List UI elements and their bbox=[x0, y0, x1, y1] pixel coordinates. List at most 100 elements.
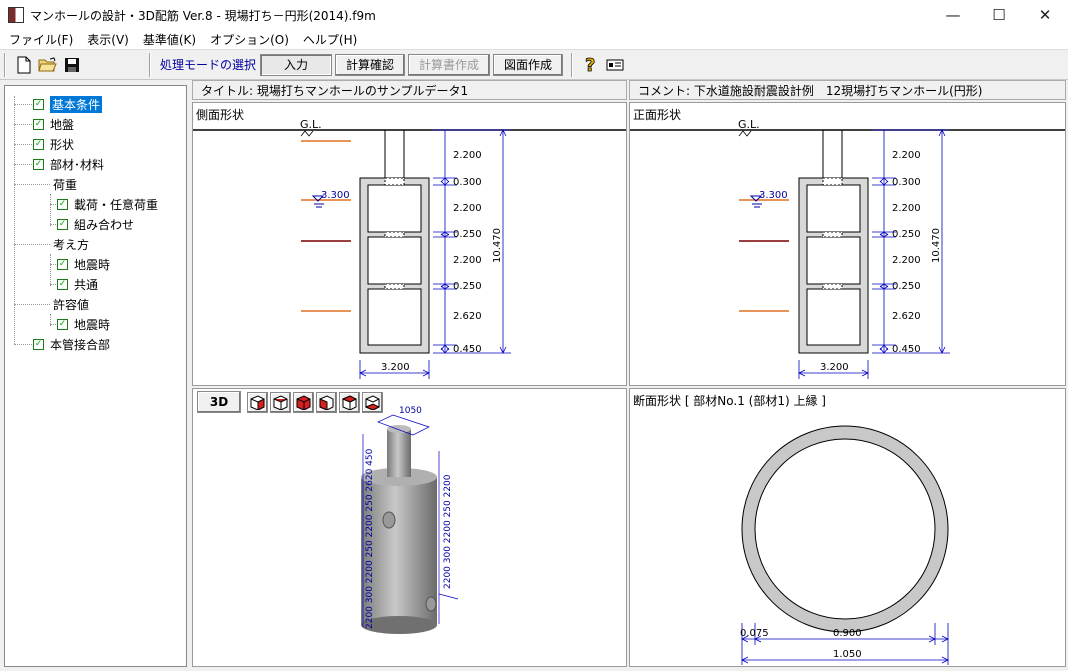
svg-text:0.300: 0.300 bbox=[892, 177, 921, 188]
app-icon[interactable] bbox=[8, 7, 24, 23]
tree-item-approach[interactable]: 考え方 bbox=[53, 237, 90, 252]
menu-options[interactable]: オプション(O) bbox=[210, 33, 289, 47]
tree-item-load[interactable]: 荷重 bbox=[53, 177, 78, 192]
tree-item-loading[interactable]: ✓載荷・任意荷重 bbox=[57, 197, 159, 212]
menu-standard[interactable]: 基準値(K) bbox=[142, 33, 197, 47]
svg-text:2200 300 2200 250 2200 250 262: 2200 300 2200 250 2200 250 2620 450 bbox=[365, 448, 375, 629]
comment-header: コメント: 下水道施設耐震設計例 12現場打ちマンホール(円形) bbox=[629, 80, 1066, 100]
drawing-create-button[interactable]: 図面作成 bbox=[493, 53, 564, 76]
svg-text:2.200: 2.200 bbox=[892, 203, 921, 214]
side-view-panel[interactable]: 側面形状 G.L. 3.300 bbox=[192, 102, 627, 386]
tree-item-common[interactable]: ✓共通 bbox=[57, 277, 99, 292]
svg-text:0.250: 0.250 bbox=[453, 229, 482, 240]
maximize-button[interactable]: ☐ bbox=[992, 6, 1006, 24]
svg-text:3.300: 3.300 bbox=[759, 190, 788, 201]
open-folder-icon[interactable] bbox=[37, 54, 59, 76]
svg-text:1050: 1050 bbox=[399, 406, 422, 416]
input-mode-button[interactable]: 入力 bbox=[260, 53, 333, 76]
tree-item-combination[interactable]: ✓組み合わせ bbox=[57, 217, 135, 232]
toolbar: 処理モードの選択 入力 計算確認 計算書作成 図面作成 ? bbox=[0, 50, 1068, 80]
toolbar-separator bbox=[149, 52, 151, 77]
tree-item-pipe-joint[interactable]: ✓本管接合部 bbox=[33, 337, 111, 352]
svg-text:3.200: 3.200 bbox=[381, 362, 410, 373]
svg-text:2.200: 2.200 bbox=[453, 255, 482, 266]
side-view-drawing: G.L. 3.300 bbox=[193, 118, 626, 379]
svg-text:2.200: 2.200 bbox=[892, 150, 921, 161]
view-top-cube-icon[interactable] bbox=[293, 392, 314, 413]
tree-item-allowable[interactable]: 許容値 bbox=[53, 297, 90, 312]
checkbox[interactable]: ✓ bbox=[57, 258, 68, 270]
version-info-icon[interactable] bbox=[604, 54, 626, 76]
svg-text:3.300: 3.300 bbox=[321, 190, 350, 201]
3d-view-button[interactable]: 3D bbox=[197, 391, 241, 413]
mode-select-label: 処理モードの選択 bbox=[160, 58, 257, 72]
section-view-label: 断面形状 [ 部材No.1 (部材1) 上縁 ] bbox=[633, 394, 826, 408]
checkbox[interactable]: ✓ bbox=[33, 98, 44, 110]
svg-text:0.300: 0.300 bbox=[453, 177, 482, 188]
svg-text:10.470: 10.470 bbox=[492, 228, 503, 263]
input-tree: ✓基本条件 ✓地盤 ✓形状 ✓部材･材料 荷重 ✓載荷・任意荷重 ✓組み合わせ … bbox=[4, 85, 187, 667]
title-header: タイトル: 現場打ちマンホールのサンプルデータ1 bbox=[192, 80, 627, 100]
menu-view[interactable]: 表示(V) bbox=[87, 33, 129, 47]
new-file-icon[interactable] bbox=[13, 54, 35, 76]
section-view-panel[interactable]: 断面形状 [ 部材No.1 (部材1) 上縁 ] 0.075 0.900 1.0… bbox=[629, 388, 1066, 667]
svg-text:0.250: 0.250 bbox=[453, 281, 482, 292]
tree-item-ground[interactable]: ✓地盤 bbox=[33, 117, 75, 132]
tree-item-allowable-seismic[interactable]: ✓地震時 bbox=[57, 317, 111, 332]
svg-text:10.470: 10.470 bbox=[931, 228, 942, 263]
3d-view-panel[interactable]: 1050 2200 300 2200 250 2200 250 2620 450… bbox=[192, 388, 627, 667]
svg-text:0.250: 0.250 bbox=[892, 281, 921, 292]
checkbox[interactable]: ✓ bbox=[33, 158, 44, 170]
report-create-button[interactable]: 計算書作成 bbox=[408, 53, 491, 76]
checkbox[interactable]: ✓ bbox=[57, 198, 68, 210]
front-view-panel[interactable]: 正面形状 G.L. 3.300 bbox=[629, 102, 1066, 386]
svg-text:?: ? bbox=[585, 55, 595, 75]
menu-bar: ファイル(F) 表示(V) 基準値(K) オプション(O) ヘルプ(H) bbox=[0, 30, 1068, 50]
tree-item-seismic[interactable]: ✓地震時 bbox=[57, 257, 111, 272]
title-bar: マンホールの設計・3D配筋 Ver.8 - 現場打ち－円形(2014).f9m … bbox=[0, 0, 1068, 30]
svg-text:2.200: 2.200 bbox=[453, 150, 482, 161]
calc-check-button[interactable]: 計算確認 bbox=[335, 53, 406, 76]
svg-text:0.075: 0.075 bbox=[740, 628, 769, 639]
section-drawing: 0.075 0.900 1.050 bbox=[740, 425, 949, 665]
checkbox[interactable]: ✓ bbox=[57, 278, 68, 290]
menu-help[interactable]: ヘルプ(H) bbox=[302, 33, 358, 47]
svg-text:0.450: 0.450 bbox=[453, 344, 482, 355]
view-front-cube-icon[interactable] bbox=[247, 392, 268, 413]
side-view-label: 側面形状 bbox=[196, 108, 245, 122]
svg-text:1.050: 1.050 bbox=[833, 649, 862, 660]
front-view-label: 正面形状 bbox=[633, 108, 682, 122]
toolbar-grip bbox=[4, 52, 6, 77]
checkbox[interactable]: ✓ bbox=[33, 118, 44, 130]
window-title: マンホールの設計・3D配筋 Ver.8 - 現場打ち－円形(2014).f9m bbox=[30, 8, 376, 23]
help-icon[interactable]: ? bbox=[580, 54, 602, 76]
svg-text:0.450: 0.450 bbox=[892, 344, 921, 355]
svg-text:0.900: 0.900 bbox=[833, 628, 862, 639]
checkbox[interactable]: ✓ bbox=[33, 338, 44, 350]
svg-text:0.250: 0.250 bbox=[892, 229, 921, 240]
svg-text:2.200: 2.200 bbox=[892, 255, 921, 266]
menu-file[interactable]: ファイル(F) bbox=[9, 33, 74, 47]
close-button[interactable]: ✕ bbox=[1038, 6, 1052, 24]
tree-item-members-materials[interactable]: ✓部材･材料 bbox=[33, 157, 105, 172]
svg-text:2.620: 2.620 bbox=[892, 311, 921, 322]
svg-text:G.L.: G.L. bbox=[300, 118, 322, 131]
checkbox[interactable]: ✓ bbox=[33, 138, 44, 150]
tree-item-basic-conditions[interactable]: ✓基本条件 bbox=[33, 95, 103, 113]
view-side-cube-icon[interactable] bbox=[270, 392, 291, 413]
svg-text:3.200: 3.200 bbox=[820, 362, 849, 373]
view-bottom-cube-icon[interactable] bbox=[362, 392, 383, 413]
checkbox[interactable]: ✓ bbox=[57, 318, 68, 330]
svg-text:2200 300 2200 250 2200: 2200 300 2200 250 2200 bbox=[443, 474, 453, 589]
save-icon[interactable] bbox=[61, 54, 83, 76]
svg-text:2.200: 2.200 bbox=[453, 203, 482, 214]
svg-text:2.620: 2.620 bbox=[453, 311, 482, 322]
toolbar-separator bbox=[571, 52, 574, 77]
checkbox[interactable]: ✓ bbox=[57, 218, 68, 230]
view-left-cube-icon[interactable] bbox=[316, 392, 337, 413]
view-iso-cube-icon[interactable] bbox=[339, 392, 360, 413]
tree-item-shape[interactable]: ✓形状 bbox=[33, 137, 75, 152]
minimize-button[interactable]: — bbox=[945, 6, 961, 24]
3d-model-drawing[interactable]: 1050 2200 300 2200 250 2200 250 2620 450… bbox=[193, 389, 626, 666]
front-view-drawing: G.L. 3.300 bbox=[630, 118, 1065, 379]
